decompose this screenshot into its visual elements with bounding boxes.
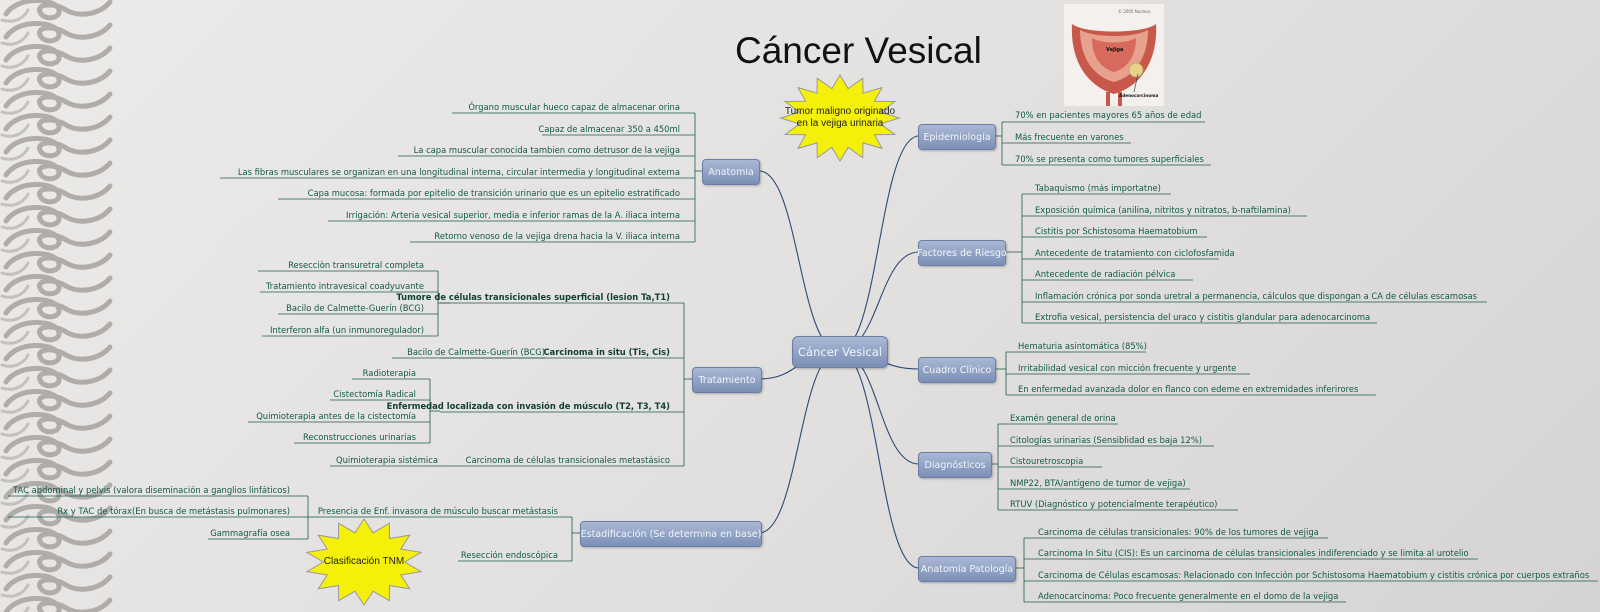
diagnosticos-item: Citologías urinarias (Sensiblidad es baj… xyxy=(1010,435,1203,445)
factores-item: Exposición química (anilina, nitritos y … xyxy=(1035,205,1291,215)
estadificacion-subtopic: Resección endoscópica xyxy=(460,550,558,560)
diagnosticos-item: NMP22, BTA/antígeno de tumor de vejiga) xyxy=(1010,478,1186,488)
staging-starburst xyxy=(305,518,423,606)
anatomia-item: Irrigación: Arteria vesical superior, me… xyxy=(346,210,680,220)
staging-text: Clasificación TNM xyxy=(323,556,405,567)
decorative-swirl-border xyxy=(0,0,113,612)
factores-item: Inflamación crónica por sonda uretral a … xyxy=(1035,291,1478,301)
illustration-copyright: © 2005 Nucleus xyxy=(1118,9,1151,14)
tratamiento-item: Quimioterapia antes de la cistectomía xyxy=(256,411,416,421)
estadificacion-item: Gammagrafía osea xyxy=(210,528,290,538)
illustration-label-vejiga: Vejiga xyxy=(1106,47,1123,53)
tratamiento-item: Tratamiento intravesical coadyuvante xyxy=(265,281,424,291)
patologia-item: Carcinoma de Células escamosas: Relacion… xyxy=(1038,570,1590,580)
tratamiento-item: Bacilo de Calmette-Guerín (BCG) xyxy=(407,347,545,357)
definition-text: Tumor maligno originado en la vejiga uri… xyxy=(784,106,896,129)
factores-item: Tabaquismo (más importatne) xyxy=(1035,183,1161,193)
branch-factores-de-riesgo[interactable]: Factores de Riesgo xyxy=(917,240,1007,266)
anatomia-item: Capa mucosa: formada por epitelio de tra… xyxy=(307,188,680,198)
branch-tratamiento[interactable]: Tratamiento xyxy=(692,367,762,393)
tratamiento-item: Radioterapia xyxy=(362,368,416,378)
diagnosticos-item: Cistouretroscopia xyxy=(1010,456,1084,466)
epidemiologia-item: Más frecuente en varones xyxy=(1015,132,1124,142)
patologia-item: Adenocarcinoma: Poco frecuente generalme… xyxy=(1038,591,1339,601)
cuadro-clinico-item: Irritabilidad vesical con micción frecue… xyxy=(1018,363,1237,373)
tratamiento-item: Quimioterapia sistémica xyxy=(336,455,438,465)
tratamiento-item: Cistectomía Radical xyxy=(333,389,416,399)
diagnosticos-item: RTUV (Diagnóstico y potencialmente terap… xyxy=(1010,499,1218,509)
anatomia-item: La capa muscular conocida tambien como d… xyxy=(413,145,680,155)
branch-diagnosticos[interactable]: Diagnósticos xyxy=(918,452,992,478)
illustration-label-adenocarcinoma: Adenocarcinoma xyxy=(1119,93,1158,98)
factores-item: Antecedente de radiación pélvica xyxy=(1035,269,1176,279)
branch-anatomia-patologia[interactable]: Anatomía Patología xyxy=(918,556,1016,582)
page-title: Cáncer Vesical xyxy=(735,30,982,71)
factores-item: Extrofia vesical, persistencia del uraco… xyxy=(1035,312,1371,322)
bladder-illustration: © 2005 Nucleus Vejiga Adenocarcinoma xyxy=(1064,4,1164,106)
definition-starburst xyxy=(779,74,901,162)
tratamiento-subtopic: Enfermedad localizada con invasión de mú… xyxy=(386,401,670,411)
branch-epidemiologia[interactable]: Epidemiología xyxy=(918,124,996,150)
central-topic-node[interactable]: Cáncer Vesical xyxy=(792,336,888,368)
anatomia-item: Retorno venoso de la vejiga drena hacia … xyxy=(434,231,680,241)
tratamiento-subtopic: Carcinoma in situ (Tis, Cis) xyxy=(543,347,670,357)
tratamiento-item: Bacilo de Calmette-Guerín (BCG) xyxy=(286,303,424,313)
tratamiento-item: Resecciòn transuretral completa xyxy=(288,260,424,270)
anatomia-item: Capaz de almacenar 350 a 450ml xyxy=(538,124,680,134)
branch-anatomia[interactable]: Anatomia xyxy=(702,159,760,185)
factores-item: Antecedente de tratamiento con ciclofosf… xyxy=(1035,248,1235,258)
tratamiento-item: Interferon alfa (un inmunoregulador) xyxy=(269,325,424,335)
anatomia-item: Las fibras musculares se organizan en un… xyxy=(237,167,680,177)
epidemiologia-item: 70% en pacientes mayores 65 años de edad xyxy=(1015,110,1202,120)
branch-cuadro-clinico[interactable]: Cuadro Clínico xyxy=(918,357,996,383)
estadificacion-item: Rx y TAC de tórax(En busca de metástasis… xyxy=(57,506,290,516)
cuadro-clinico-item: Hematuria asintomática (85%) xyxy=(1018,341,1147,351)
anatomia-item: Órgano muscular hueco capaz de almacenar… xyxy=(468,102,680,112)
epidemiologia-item: 70% se presenta como tumores superficial… xyxy=(1015,154,1204,164)
estadificacion-item: TAC abdominal y pelvis (valora diseminac… xyxy=(13,485,290,495)
factores-item: Cistitis por Schistosoma Haematobium xyxy=(1035,226,1198,236)
patologia-item: Carcinoma In Situ (CIS): Es un carcinoma… xyxy=(1038,548,1469,558)
patologia-item: Carcinoma de células transicionales: 90%… xyxy=(1038,527,1319,537)
diagnosticos-item: Examén general de orina xyxy=(1010,413,1116,423)
cuadro-clinico-item: En enfermedad avanzada dolor en flanco c… xyxy=(1018,384,1359,394)
estadificacion-subtopic: Presencia de Enf. invasora de músculo bu… xyxy=(317,506,558,516)
branch-estadificacion[interactable]: Estadificación (Se determina en base) xyxy=(580,521,762,547)
tratamiento-subtopic: Tumore de células transicionales superfi… xyxy=(396,292,670,302)
tratamiento-subtopic: Carcinoma de células transicionales meta… xyxy=(465,455,670,465)
tratamiento-item: Reconstrucciones urinarias xyxy=(303,432,416,442)
